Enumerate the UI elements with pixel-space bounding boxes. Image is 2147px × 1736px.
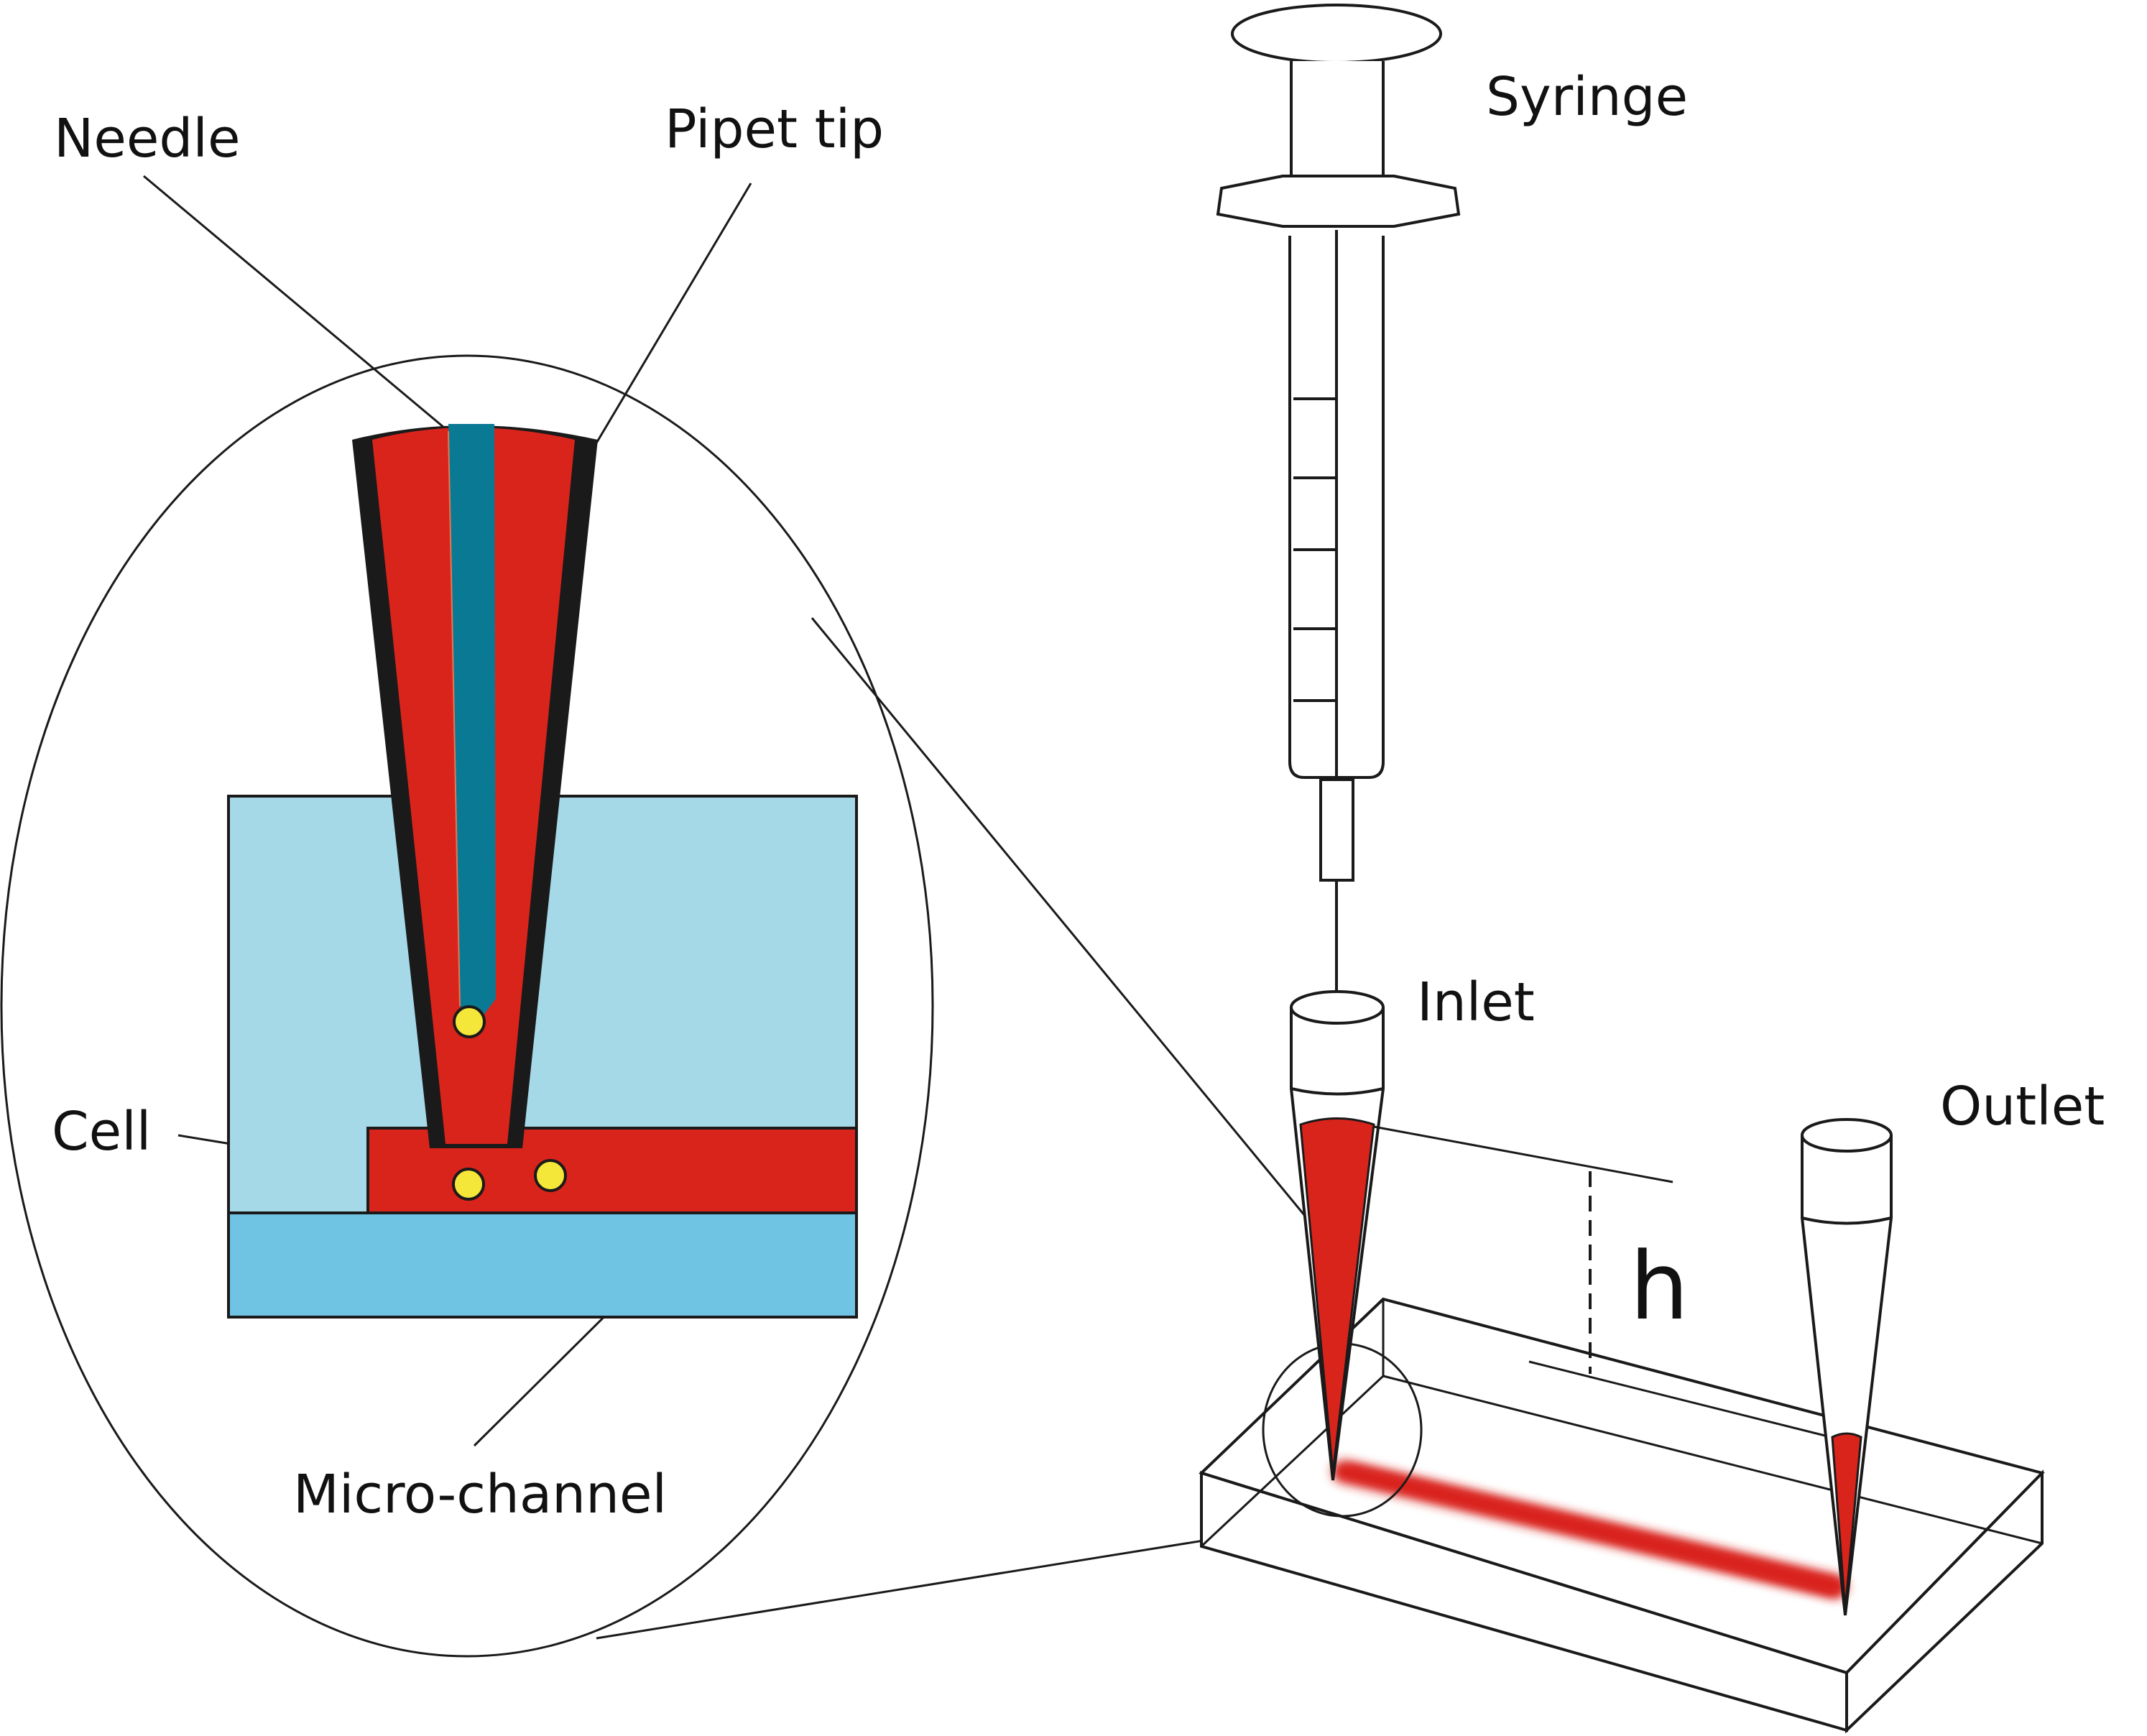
outlet-label: Outlet — [1940, 1076, 2105, 1137]
syringe-icon — [1216, 4, 1461, 995]
outlet-level-line — [1528, 1360, 1826, 1437]
substrate-layer — [227, 1211, 858, 1319]
pipet-tip-icon — [1801, 1118, 1893, 1616]
graduation-marks — [1293, 397, 1335, 702]
height-indicator — [1373, 1125, 1826, 1437]
inlet-pipet-rim — [1290, 990, 1385, 1025]
inlet-collar — [1290, 1087, 1384, 1096]
labels: Needle Pipet tip Syringe Inlet Outlet Ce… — [52, 66, 2105, 1525]
zoom-line-upper — [811, 617, 1320, 1233]
outlet-fluid — [1831, 1432, 1862, 1610]
syringe-label: Syringe — [1486, 66, 1688, 128]
outlet-collar — [1801, 1216, 1892, 1225]
cell-icon — [452, 1168, 485, 1201]
cell-label: Cell — [52, 1101, 151, 1163]
pipet-tip-label: Pipet tip — [665, 98, 884, 160]
plunger-cap — [1231, 4, 1442, 64]
syringe-nozzle — [1319, 778, 1354, 882]
finger-flange — [1216, 175, 1461, 228]
cell-icon — [534, 1159, 567, 1192]
zoom-detail — [0, 354, 934, 1658]
pipet-tip-icon — [1290, 990, 1385, 1481]
inlet-level-line — [1373, 1125, 1673, 1183]
needle-label: Needle — [54, 108, 240, 170]
micro-channel-label: Micro-channel — [293, 1464, 667, 1525]
inlet-fluid — [1299, 1117, 1375, 1474]
outlet-pipet-rim — [1801, 1118, 1893, 1153]
microfluidic-chip-icon — [1199, 1297, 2045, 1734]
pipet-tip-leader — [591, 183, 752, 450]
zoom-ellipse — [0, 354, 934, 1658]
outlet-pipet-body — [1801, 1135, 1893, 1616]
cell-icon — [453, 1005, 486, 1038]
height-label: h — [1630, 1232, 1689, 1341]
leader-lines — [143, 175, 1334, 1640]
needle-edge — [448, 430, 461, 1007]
needle — [448, 424, 496, 1028]
inlet-label: Inlet — [1417, 971, 1535, 1033]
needle-leader — [143, 175, 453, 436]
